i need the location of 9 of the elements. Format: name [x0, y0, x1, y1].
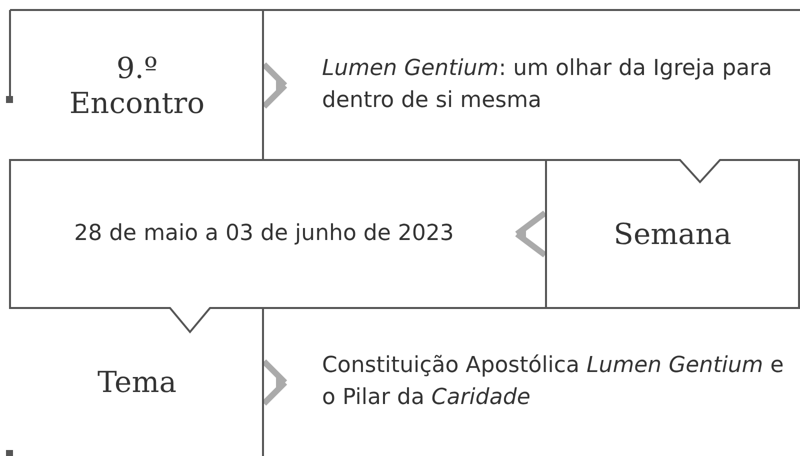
body-text: Lumen Gentium: um olhar da Igreja para dentro de si mesma: [322, 55, 774, 115]
chevron-arrow: [261, 358, 288, 406]
heading-text: Semana: [614, 216, 732, 252]
chevron-arrow: [261, 62, 288, 110]
heading-text: Tema: [97, 365, 177, 400]
chevron-arrow: [514, 210, 548, 258]
body-text: Constituição Apostólica Lumen Gentium e o Pilar da Caridade: [322, 352, 785, 412]
body-text: 28 de maio a 03 de junho de 2023: [74, 220, 454, 248]
heading-text: 9.º Encontro: [68, 50, 206, 120]
